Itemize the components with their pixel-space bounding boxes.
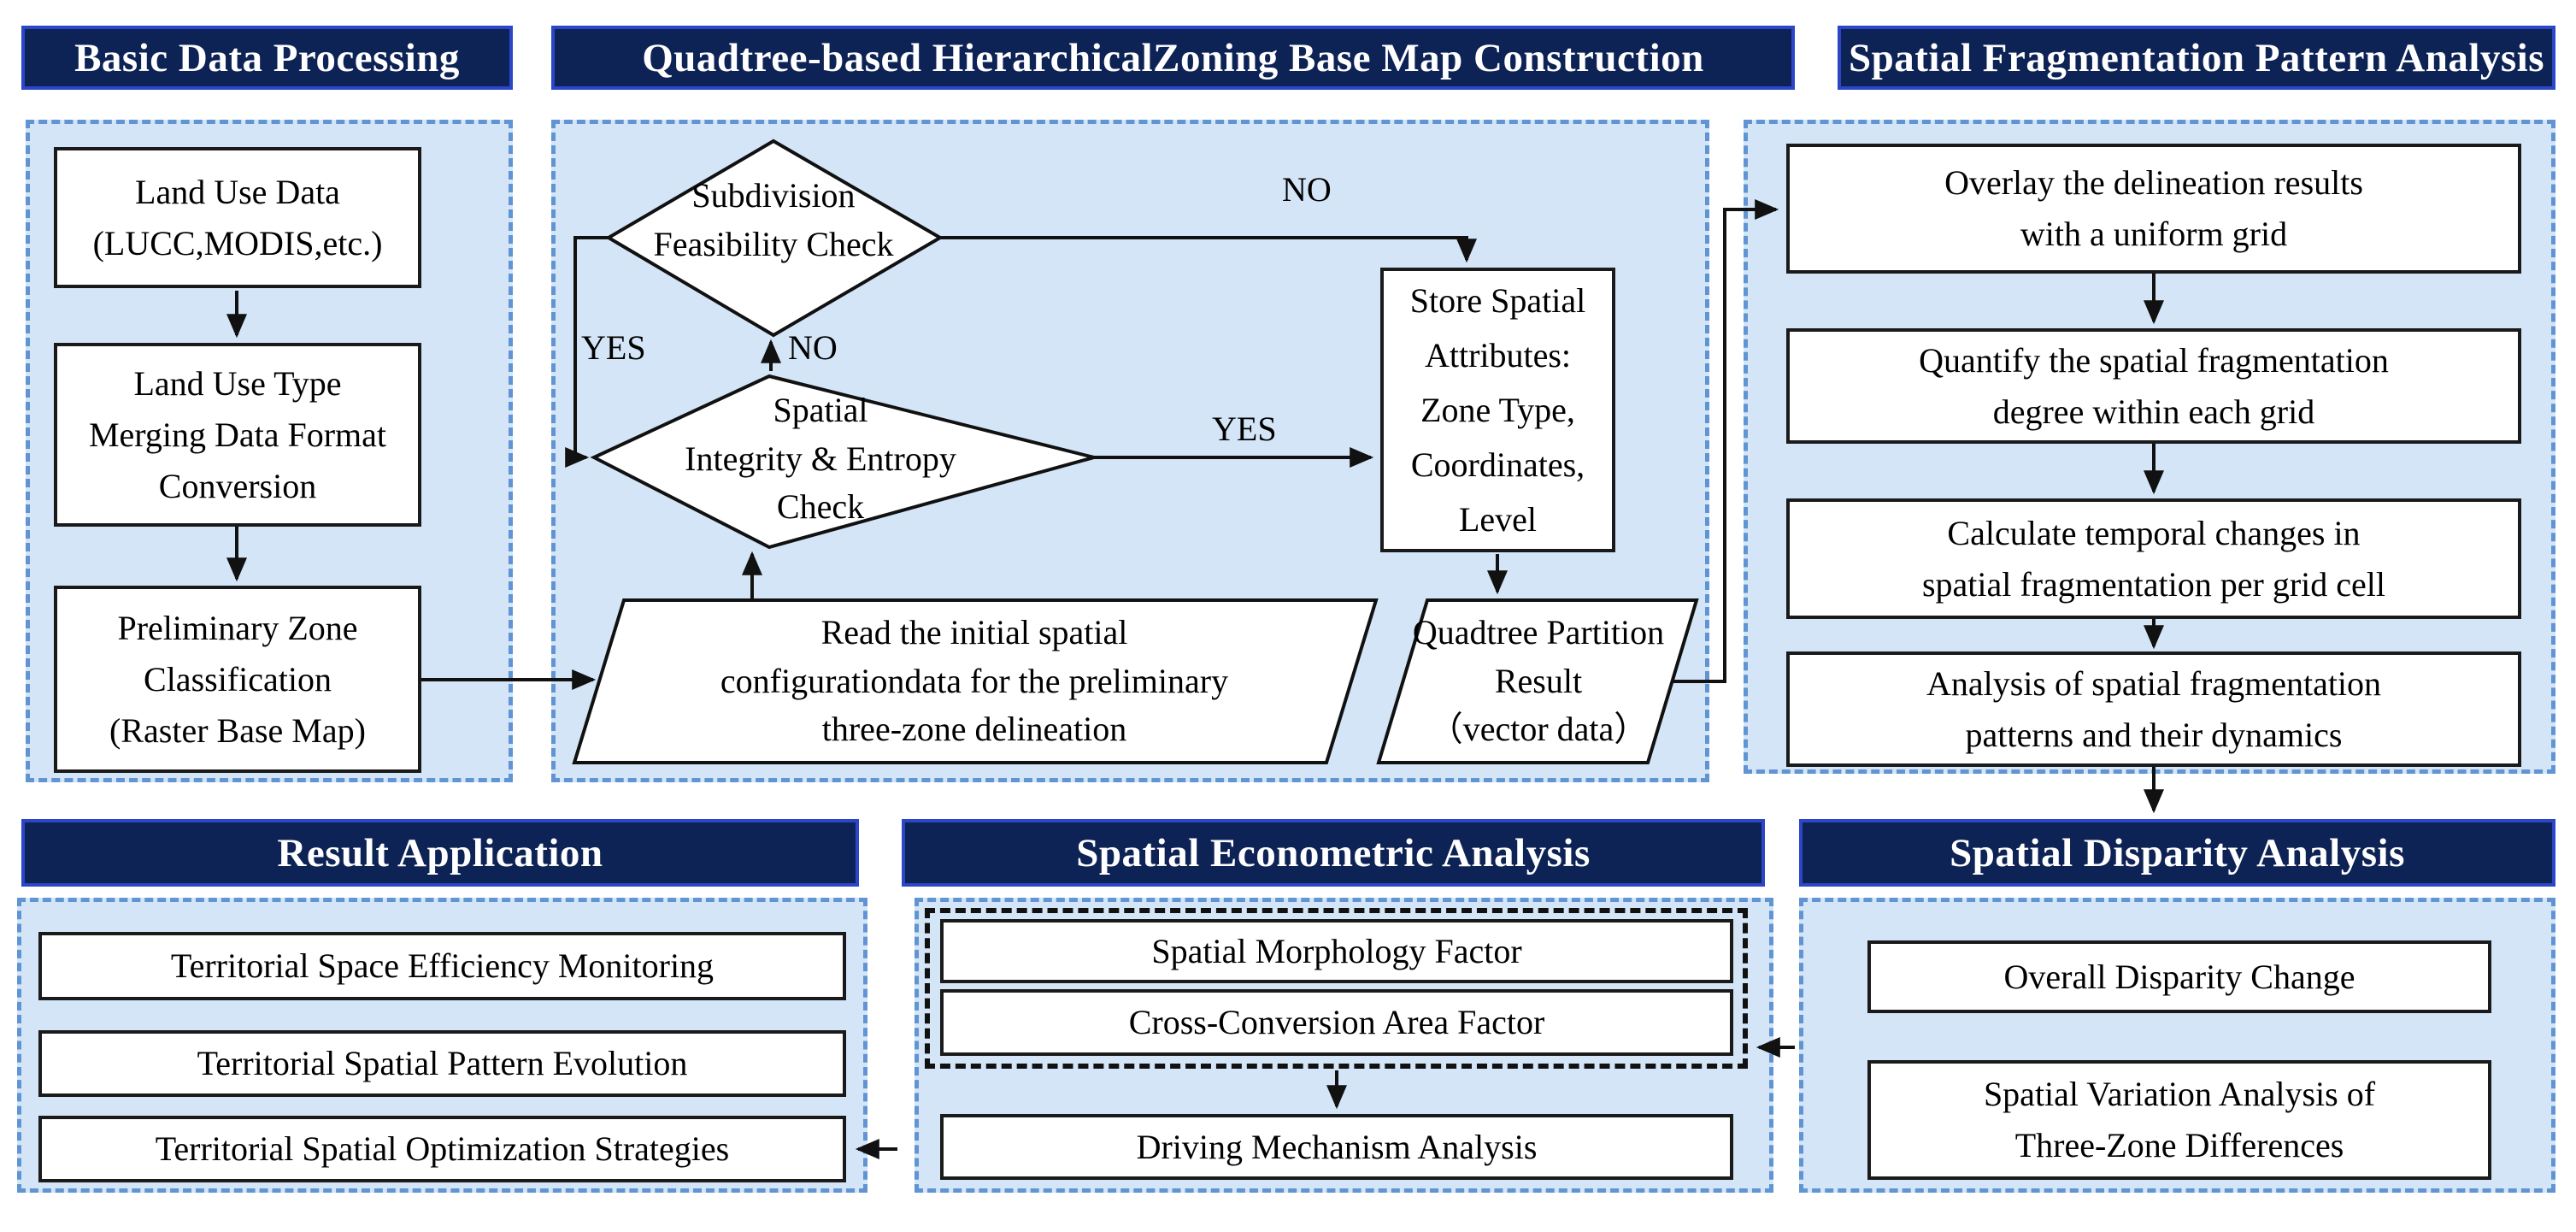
arrow-partition-to-overlay [1673, 199, 1779, 683]
no-loop-label: NO [788, 328, 838, 367]
yes-loop-label: YES [581, 328, 646, 367]
spatial-morphology-factor-box: Spatial Morphology Factor [940, 919, 1733, 983]
header-econometric-analysis: Spatial Econometric Analysis [902, 819, 1765, 887]
store-spatial-attributes-box: Store Spatial Attributes: Zone Type, Coo… [1380, 268, 1615, 552]
land-use-data-box: Land Use Data (LUCC,MODIS,etc.) [54, 147, 421, 288]
yes-branch-label: YES [1212, 410, 1277, 448]
subdivision-feasibility-label: Subdivision Feasibility Check [653, 175, 894, 263]
integrity-entropy-diamond [590, 374, 1101, 550]
subdivision-feasibility-diamond [605, 139, 944, 338]
efficiency-monitoring-box: Territorial Space Efficiency Monitoring [38, 932, 846, 1000]
header-quadtree-construction: Quadtree-based HierarchicalZoning Base M… [551, 26, 1795, 90]
spatial-variation-analysis-box: Spatial Variation Analysis of Three-Zone… [1867, 1060, 2491, 1180]
header-result-application: Result Application [21, 819, 859, 887]
read-initial-parallelogram [572, 598, 1379, 764]
header-fragmentation-analysis: Spatial Fragmentation Pattern Analysis [1838, 26, 2555, 90]
quantify-fragmentation-box: Quantify the spatial fragmentation degre… [1786, 328, 2521, 444]
arrow-yes-loop [565, 236, 609, 468]
overlay-delineation-box: Overlay the delineation results with a u… [1786, 144, 2521, 274]
land-use-type-merging-box: Land Use Type Merging Data Format Conver… [54, 343, 421, 527]
partition-result-parallelogram [1376, 598, 1699, 764]
no-branch-label: NO [1282, 170, 1332, 209]
pattern-evolution-box: Territorial Spatial Pattern Evolution [38, 1030, 846, 1097]
driving-mechanism-box: Driving Mechanism Analysis [940, 1114, 1733, 1180]
optimization-strategies-box: Territorial Spatial Optimization Strateg… [38, 1116, 846, 1182]
analysis-patterns-box: Analysis of spatial fragmentation patter… [1786, 651, 2521, 767]
integrity-entropy-label: Spatial Integrity & Entropy Check [685, 390, 956, 527]
header-disparity-analysis: Spatial Disparity Analysis [1799, 819, 2555, 887]
preliminary-zone-classification-box: Preliminary Zone Classification (Raster … [54, 586, 421, 773]
partition-result-label: Quadtree Partition Result （vector data） [1412, 612, 1665, 749]
calculate-temporal-changes-box: Calculate temporal changes in spatial fr… [1786, 498, 2521, 619]
cross-conversion-factor-box: Cross-Conversion Area Factor [940, 989, 1733, 1056]
header-basic-data-processing: Basic Data Processing [21, 26, 513, 90]
read-initial-label: Read the initial spatial configurationda… [720, 612, 1229, 749]
overall-disparity-change-box: Overall Disparity Change [1867, 940, 2491, 1013]
arrow-no-to-store [940, 236, 1477, 263]
factor-group-dashed-box [925, 908, 1748, 1069]
